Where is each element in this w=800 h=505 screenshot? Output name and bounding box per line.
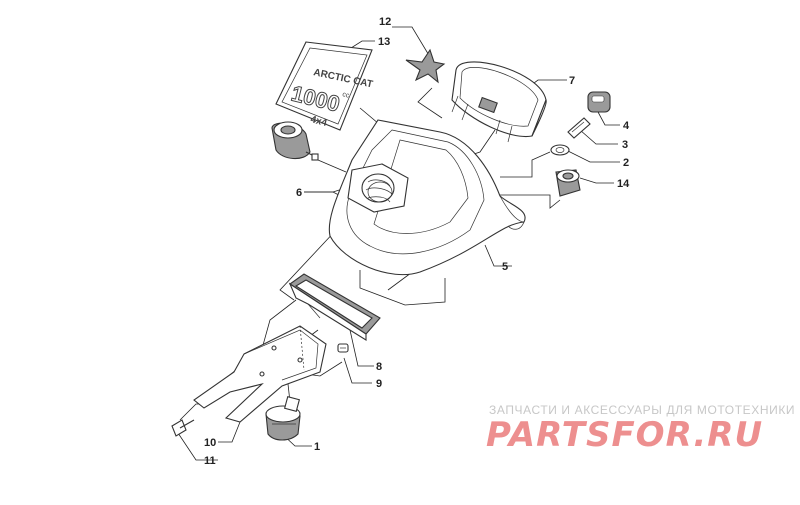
callout-9: 9 xyxy=(376,378,382,390)
callout-6: 6 xyxy=(296,187,302,199)
console-housing xyxy=(328,119,526,276)
instrument-gauge xyxy=(451,61,547,143)
callout-13: 13 xyxy=(378,36,390,48)
ignition-switch xyxy=(555,169,581,197)
mounting-bracket xyxy=(193,325,327,423)
storage-tray xyxy=(288,273,381,341)
callout-1: 1 xyxy=(314,441,320,453)
callout-5: 5 xyxy=(502,261,508,273)
callout-8: 8 xyxy=(376,361,382,373)
callout-2: 2 xyxy=(623,157,629,169)
lock-nut xyxy=(550,144,570,156)
decal-superscript-text: cc xyxy=(342,91,351,100)
rotary-switch xyxy=(265,395,301,441)
ignition-key xyxy=(567,117,591,139)
callout-12: 12 xyxy=(379,16,391,28)
ignition-key-cap xyxy=(587,91,611,113)
grommet xyxy=(337,343,349,353)
power-outlet xyxy=(271,121,319,161)
decal-panel: ARCTIC CAT 1000 cc 4x4 xyxy=(275,41,374,131)
watermark-caption: ЗАПЧАСТИ И АКСЕССУАРЫ ДЛЯ МОТОТЕХНИКИ xyxy=(489,403,796,417)
callout-3: 3 xyxy=(622,139,628,151)
callout-11: 11 xyxy=(204,455,216,467)
callout-10: 10 xyxy=(204,437,216,449)
watermark-logo-text: PARTSFOR.RU xyxy=(486,415,763,455)
callout-4: 4 xyxy=(623,120,630,132)
decal-drive-text: 4x4 xyxy=(309,114,328,129)
callout-7: 7 xyxy=(569,75,575,87)
cat-logo-emblem xyxy=(405,48,446,84)
callout-14: 14 xyxy=(617,178,630,190)
screw xyxy=(171,419,195,437)
callout-numbers: 12 13 7 4 3 2 14 6 5 8 9 10 11 1 xyxy=(204,16,630,467)
watermark-logo: PARTSFOR.RU xyxy=(486,415,763,455)
